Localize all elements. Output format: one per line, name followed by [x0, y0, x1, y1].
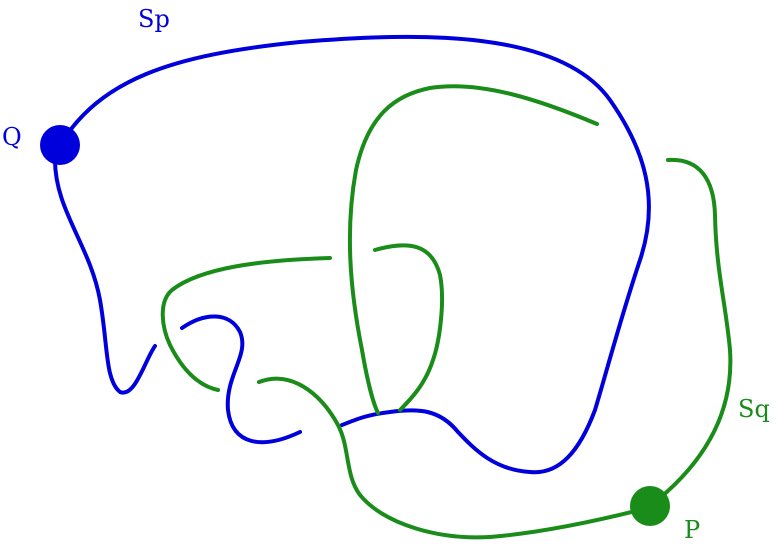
label-sq: Sq [738, 395, 770, 423]
label-sp: Sp [138, 5, 170, 33]
point-q-dot [40, 125, 80, 165]
curve-sq-top-loop [347, 84, 599, 415]
label-p: P [684, 516, 700, 544]
curve-sp-outer-arc [58, 34, 651, 475]
label-q: Q [2, 123, 22, 151]
curve-sq-right-side [648, 157, 733, 508]
curve-sp [53, 34, 651, 475]
curve-sq [160, 84, 733, 540]
curve-sq-small-loop [373, 243, 445, 412]
curve-sq-lower-sweep [257, 376, 642, 540]
curve-sp-left-hook [53, 158, 157, 395]
curve-sp-middle-wiggle [180, 314, 302, 445]
curve-sq-left-loop [160, 256, 332, 392]
point-p-dot [630, 486, 670, 526]
